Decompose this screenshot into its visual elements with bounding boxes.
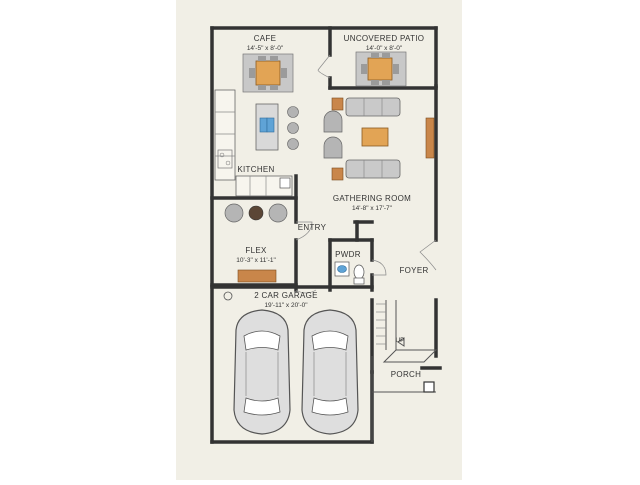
interior-walls: [210, 26, 438, 374]
porch-structure: [371, 356, 436, 442]
cafe-dimensions: 14'-5" x 8'-0": [247, 45, 284, 52]
water-heater-icon: [223, 291, 233, 301]
door-swings: [295, 54, 437, 294]
flex-dimensions: 10'-3" x 11'-1": [236, 257, 276, 264]
garage-label: 2 CAR GARAGE: [254, 291, 318, 300]
powder-room-label: PWDR: [335, 250, 361, 259]
garage-dimensions: 19'-11" x 20'-0": [264, 302, 308, 309]
entry-label: ENTRY: [298, 223, 327, 232]
kitchen-fixtures: [214, 89, 299, 197]
gathering-room-furniture: [323, 97, 435, 181]
exterior-walls: [210, 26, 442, 444]
flex-label: FLEX: [245, 246, 267, 255]
patio-label: UNCOVERED PATIO: [344, 34, 425, 43]
patio-dimensions: 14'-0" x 8'-0": [366, 45, 403, 52]
stairs: [376, 300, 438, 363]
porch-label: PORCH: [391, 370, 421, 379]
cafe-dining-set: [242, 53, 294, 93]
garage-cars: [223, 291, 359, 435]
cafe-label: CAFE: [254, 34, 277, 43]
stairs-up-label: UP: [395, 337, 404, 344]
patio-dining-set: [355, 51, 407, 87]
flex-room-furniture: [224, 203, 288, 283]
gathering-room-label: GATHERING ROOM: [333, 194, 411, 203]
gathering-room-dimensions: 14'-8" x 17'-7": [352, 205, 393, 212]
powder-room-fixtures: [334, 261, 365, 285]
kitchen-label: KITCHEN: [237, 165, 274, 174]
foyer-label: FOYER: [399, 266, 428, 275]
